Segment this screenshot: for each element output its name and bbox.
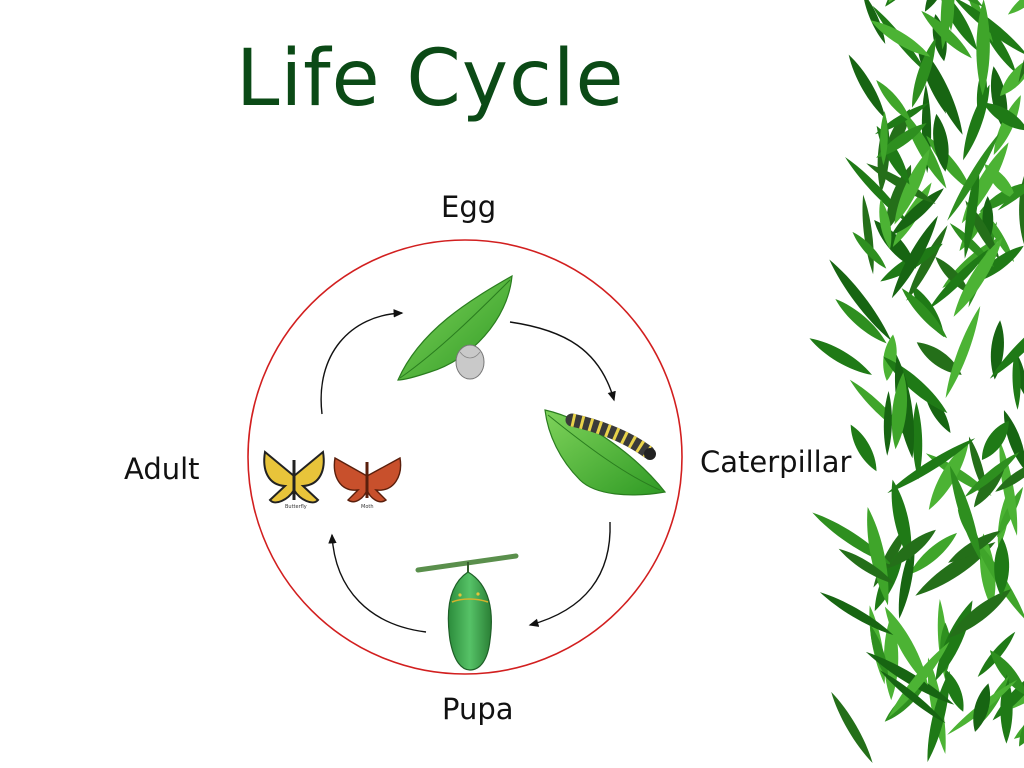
bamboo-leaf xyxy=(865,651,955,705)
bamboo-leaf xyxy=(862,0,886,44)
arrow-adult-to-egg xyxy=(320,309,404,415)
moth-icon xyxy=(333,456,368,503)
bamboo-leaf xyxy=(879,670,946,724)
bamboo-leaf xyxy=(884,606,928,686)
bamboo-leaf xyxy=(909,532,958,575)
bamboo-leaf xyxy=(944,669,964,712)
bamboo-leaf xyxy=(989,307,1024,379)
bamboo-leaf xyxy=(852,231,887,269)
bamboo-leaf xyxy=(874,102,930,135)
bamboo-leaf xyxy=(879,198,892,250)
bamboo-leaf xyxy=(976,0,990,96)
egg-icon xyxy=(455,344,485,380)
bamboo-leaf xyxy=(838,548,895,584)
bamboo-leaf xyxy=(894,148,930,225)
bamboo-leaf xyxy=(888,641,950,718)
bamboo-leaf xyxy=(940,0,957,50)
bamboo-leaf xyxy=(994,537,1010,597)
bamboo-leaves-decoration xyxy=(809,0,1024,763)
bamboo-leaf xyxy=(867,506,889,606)
bamboo-leaf xyxy=(1003,410,1024,472)
bamboo-leaf xyxy=(870,20,931,57)
bamboo-leaf xyxy=(835,299,887,344)
bamboo-leaf xyxy=(1000,56,1024,96)
bamboo-leaf xyxy=(953,0,1024,56)
bamboo-leaf xyxy=(901,288,948,339)
bamboo-leaf xyxy=(866,163,936,204)
bamboo-leaf xyxy=(949,465,981,561)
chrysalis-icon xyxy=(447,571,492,671)
bamboo-leaf xyxy=(924,0,949,12)
bamboo-leaf xyxy=(983,102,1024,131)
page-title: Life Cycle xyxy=(236,34,625,124)
bamboo-leaf xyxy=(916,342,962,375)
bamboo-leaf xyxy=(995,459,1024,492)
bamboo-leaf xyxy=(963,84,990,161)
egg-on-leaf-illustration xyxy=(397,274,513,381)
bamboo-leaf xyxy=(898,540,915,619)
bamboo-leaf xyxy=(876,80,911,122)
bamboo-leaf xyxy=(948,589,1012,638)
stage-label-egg: Egg xyxy=(441,190,497,224)
bamboo-leaf xyxy=(997,156,1024,211)
bamboo-leaf xyxy=(883,391,892,456)
bamboo-leaf xyxy=(933,113,949,172)
butterfly-caption: Butterfly xyxy=(285,504,307,510)
bamboo-leaf xyxy=(891,372,908,450)
bamboo-leaf xyxy=(953,237,1003,317)
chrysalis-illustration xyxy=(415,553,519,671)
caterpillar-on-leaf-illustration xyxy=(544,409,667,496)
bamboo-leaf xyxy=(935,256,970,294)
arrow-caterpillar-to-pupa xyxy=(528,521,611,627)
bamboo-leaf xyxy=(887,529,936,568)
bamboo-leaf xyxy=(887,438,976,494)
bamboo-leaf xyxy=(912,401,923,480)
cycle-circle xyxy=(247,239,683,675)
bamboo-leaf xyxy=(862,194,874,275)
bamboo-leaf xyxy=(1012,349,1021,410)
bamboo-leaf xyxy=(831,691,873,763)
bamboo-leaf xyxy=(876,122,927,158)
bamboo-leaf xyxy=(945,305,981,399)
bamboo-leaf xyxy=(891,215,938,299)
bamboo-leaf xyxy=(819,592,894,636)
bamboo-leaf xyxy=(1007,0,1024,15)
moth-caption: Moth xyxy=(361,504,374,510)
bamboo-leaf xyxy=(809,338,872,375)
stage-label-pupa: Pupa xyxy=(442,692,514,726)
bamboo-leaf xyxy=(964,162,980,259)
bamboo-leaf xyxy=(928,441,969,510)
bamboo-leaf xyxy=(947,133,1000,221)
bamboo-leaf xyxy=(880,111,888,166)
bamboo-leaf xyxy=(922,48,963,135)
bamboo-leaf xyxy=(829,259,892,341)
arrow-egg-to-caterpillar xyxy=(509,321,616,402)
bamboo-leaf xyxy=(911,37,936,108)
bamboo-leaf xyxy=(981,420,1009,460)
bamboo-leaf xyxy=(850,424,877,472)
stage-label-adult: Adult xyxy=(124,452,200,486)
bamboo-leaf xyxy=(989,650,1024,696)
bamboo-leaf xyxy=(979,182,1024,212)
adult-butterfly-illustration: Butterfly xyxy=(263,450,325,510)
arrow-pupa-to-adult xyxy=(328,533,427,633)
bamboo-leaf xyxy=(906,225,948,301)
bamboo-leaf xyxy=(915,542,996,596)
stage-label-caterpillar: Caterpillar xyxy=(700,445,852,479)
bamboo-leaf xyxy=(964,451,1020,497)
bamboo-leaf xyxy=(848,54,886,119)
butterfly-icon xyxy=(263,450,295,504)
bamboo-leaf xyxy=(935,600,973,681)
bamboo-leaf xyxy=(973,683,991,732)
bamboo-leaf xyxy=(929,249,989,309)
bamboo-leaf xyxy=(891,479,912,561)
adult-moth-illustration: Moth xyxy=(333,456,402,510)
